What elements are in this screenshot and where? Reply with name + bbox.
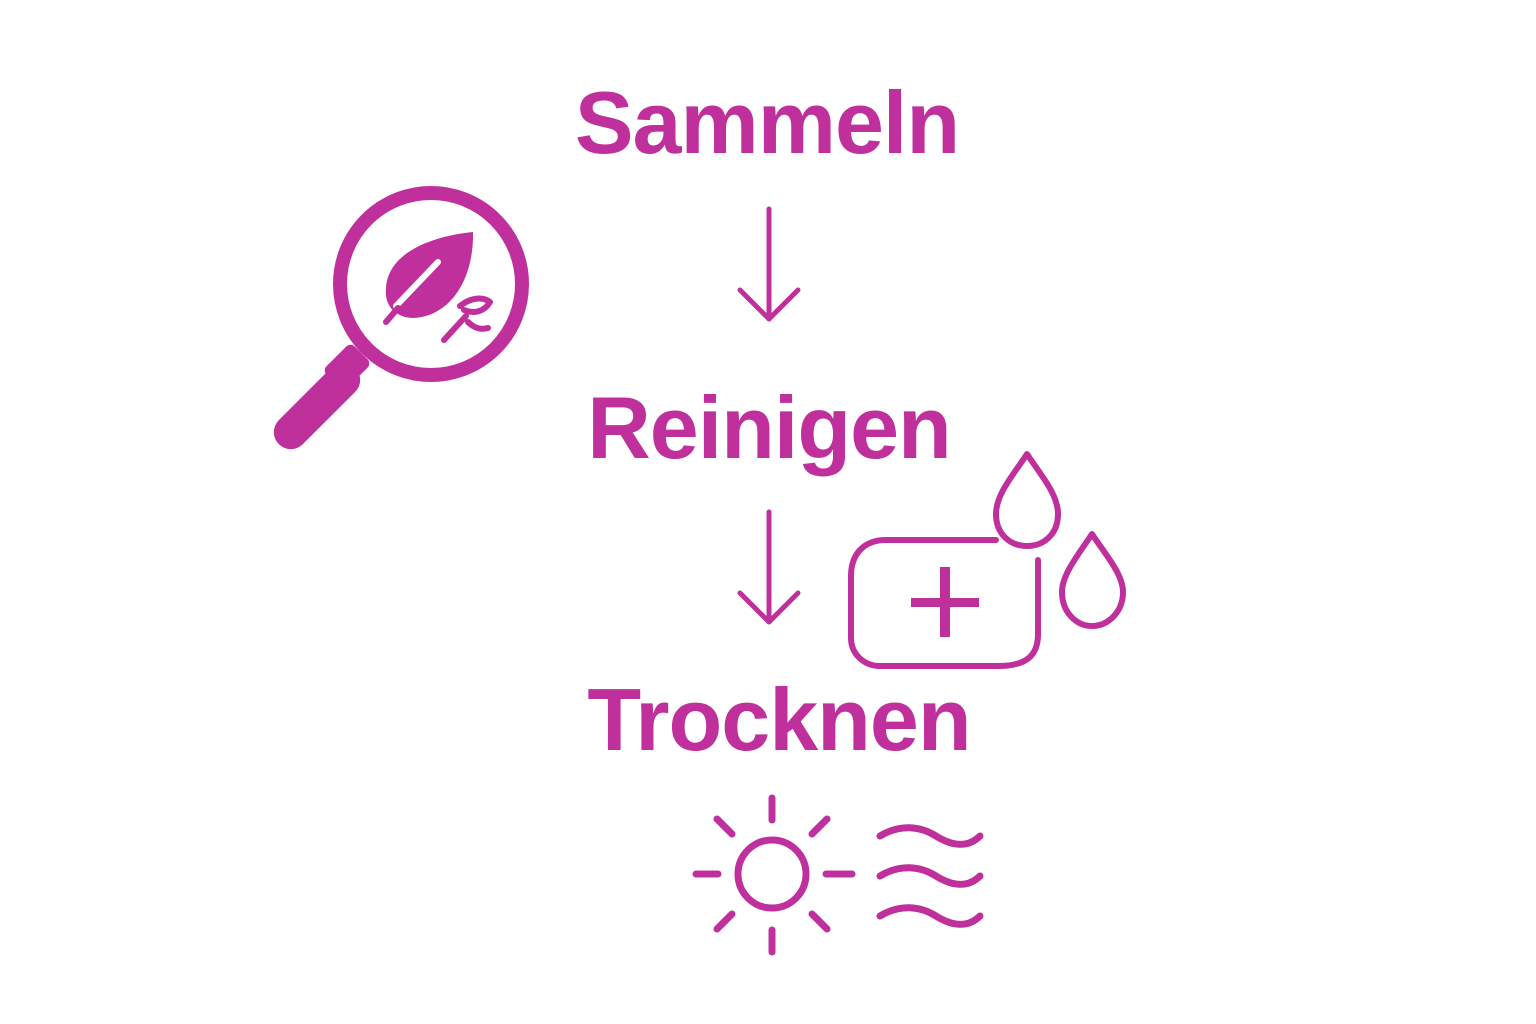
step-label-sammeln: Sammeln bbox=[574, 73, 960, 172]
step-label-trocknen: Trocknen bbox=[587, 670, 971, 769]
magnifier-leaf-icon bbox=[273, 186, 529, 450]
sun-wind-icon bbox=[692, 794, 984, 956]
arrow-down-1 bbox=[737, 206, 801, 322]
arrow-down-2 bbox=[737, 509, 801, 625]
step-label-reinigen: Reinigen bbox=[587, 378, 952, 477]
first-aid-box-water-drops-icon bbox=[848, 451, 1126, 669]
